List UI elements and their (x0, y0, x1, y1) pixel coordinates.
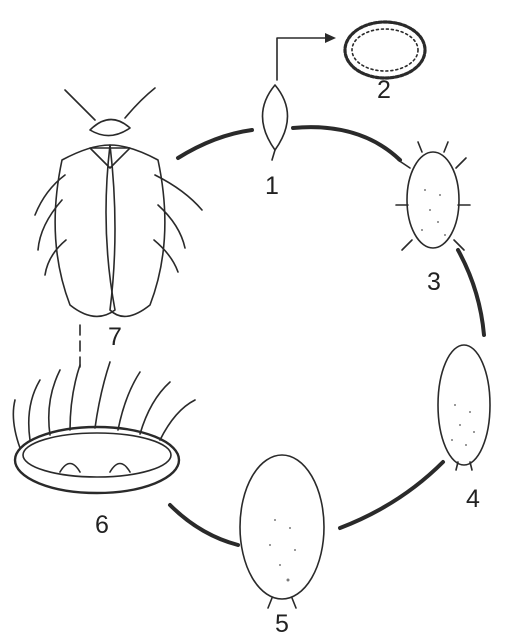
second-instar-icon (438, 345, 490, 470)
stage-label-7: 7 (108, 323, 122, 351)
arc-3-to-4 (458, 250, 484, 335)
arc-1-to-3 (293, 127, 400, 160)
third-instar-icon (240, 455, 324, 608)
pupa-with-wax-filaments-icon (13, 362, 195, 493)
arc-4-to-5 (340, 462, 443, 528)
arrow-1-to-2 (277, 33, 336, 80)
cycle-arcs (80, 127, 484, 545)
stage-label-2: 2 (377, 76, 391, 104)
stage-label-3: 3 (427, 268, 441, 296)
stage-label-4: 4 (466, 485, 480, 513)
crawler-nymph-icon (396, 142, 470, 250)
egg-icon (263, 85, 288, 160)
adult-whitefly-icon (35, 88, 202, 316)
stage-label-1: 1 (265, 172, 279, 200)
egg-stalk-cluster-icon (345, 22, 425, 78)
stage-labels: 1 2 3 4 5 6 7 (95, 76, 480, 637)
stage-label-5: 5 (275, 610, 289, 637)
arc-5-to-6 (170, 505, 238, 545)
stage-label-6: 6 (95, 511, 109, 539)
arc-7-to-1 (178, 130, 252, 158)
